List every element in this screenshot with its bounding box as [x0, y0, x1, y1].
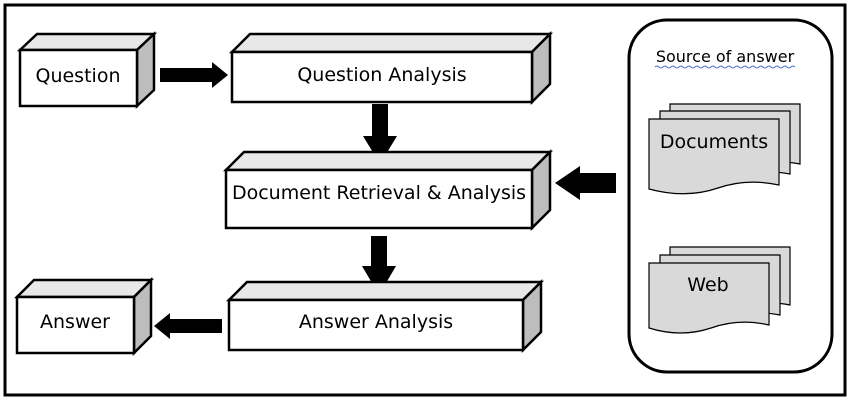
- answer-box: Answer: [13, 276, 155, 357]
- documents-stack: Documents: [648, 103, 801, 195]
- documents-sheet-front: [648, 118, 780, 195]
- document-retrieval-label: Document Retrieval & Analysis: [232, 182, 526, 204]
- arrow-retrieval-to-answer-analysis: [362, 236, 396, 295]
- question-label: Question: [36, 65, 121, 87]
- documents-label: Documents: [660, 131, 768, 153]
- source-panel: Source of answer Documents Web: [627, 18, 834, 374]
- answer-label: Answer: [40, 311, 110, 333]
- question-analysis-box: Question Analysis: [228, 30, 554, 106]
- document-retrieval-box-top: [222, 150, 554, 172]
- source-title-spellcheck-underline: [654, 65, 796, 69]
- answer-analysis-box-face: [227, 298, 525, 352]
- question-box: Question: [16, 31, 158, 109]
- answer-box-face: [15, 295, 136, 355]
- arrow-answer-analysis-to-answer: [154, 313, 222, 339]
- question-analysis-box-top: [228, 32, 554, 54]
- source-title: Source of answer: [656, 47, 795, 66]
- document-retrieval-box: Document Retrieval & Analysis: [222, 148, 554, 232]
- question-box-face: [18, 48, 139, 108]
- question-box-top: [16, 32, 158, 52]
- answer-analysis-box: Answer Analysis: [225, 278, 545, 354]
- answer-box-top: [13, 278, 155, 299]
- answer-analysis-box-top: [225, 280, 545, 302]
- arrow-analysis-to-retrieval: [363, 104, 397, 164]
- arrow-source-to-retrieval: [555, 166, 616, 200]
- question-analysis-label: Question Analysis: [297, 64, 466, 86]
- answer-analysis-label: Answer Analysis: [299, 311, 453, 333]
- web-stack: Web: [648, 246, 791, 334]
- arrow-question-to-analysis: [160, 62, 228, 88]
- question-analysis-box-face: [230, 50, 534, 104]
- web-sheet-front: [648, 262, 770, 334]
- web-label: Web: [687, 274, 728, 296]
- document-retrieval-box-face: [224, 168, 534, 230]
